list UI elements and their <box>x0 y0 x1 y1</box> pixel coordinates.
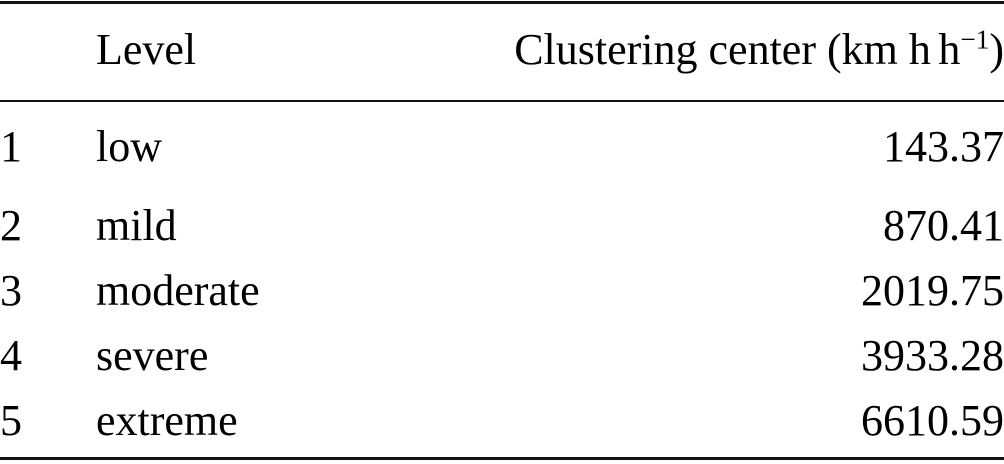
table-row: 5 extreme 6610.59 <box>0 388 1004 453</box>
column-header-clustering-center-text: Clustering center (km h <box>514 25 931 74</box>
row-level: low <box>96 122 162 171</box>
column-header-close-paren: ) <box>989 25 1004 74</box>
row-clustering-center: 6610.59 <box>861 396 1004 445</box>
row-clustering-center: 143.37 <box>883 122 1004 171</box>
row-level: severe <box>96 331 209 380</box>
row-index: 5 <box>0 396 22 445</box>
row-clustering-center: 870.41 <box>883 201 1004 250</box>
row-level: mild <box>96 201 177 250</box>
row-level: moderate <box>96 266 260 315</box>
row-clustering-center: 3933.28 <box>861 331 1004 380</box>
table-body: 1 low 143.37 2 mild 870.41 3 moderate 20… <box>0 100 1004 453</box>
table-top-rule <box>0 1 1004 4</box>
row-index: 4 <box>0 331 22 380</box>
row-index: 2 <box>0 201 22 250</box>
table-row: 2 mild 870.41 <box>0 193 1004 258</box>
column-header-unit-h: h <box>938 25 961 74</box>
table-row: 3 moderate 2019.75 <box>0 258 1004 323</box>
table-row: 4 severe 3933.28 <box>0 323 1004 388</box>
row-clustering-center: 2019.75 <box>861 266 1004 315</box>
table-row: 1 low 143.37 <box>0 100 1004 193</box>
row-level: extreme <box>96 396 238 445</box>
column-header-level: Level <box>96 25 197 74</box>
column-header-index <box>0 0 96 100</box>
column-header-unit-exponent: −1 <box>960 24 990 55</box>
row-index: 3 <box>0 266 22 315</box>
table-bottom-rule <box>0 457 1004 460</box>
table-header-rule <box>0 100 1004 102</box>
row-index: 1 <box>0 122 22 171</box>
